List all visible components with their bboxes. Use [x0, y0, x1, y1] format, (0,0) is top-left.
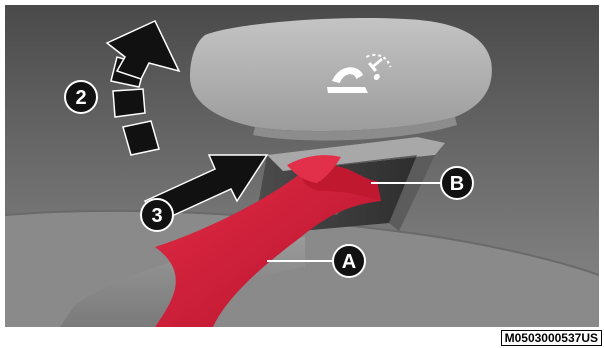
seat-tether-illustration: 2 3 B A: [5, 5, 599, 327]
figure-code: M0503000537US: [501, 330, 602, 346]
callout-b: B: [441, 167, 473, 199]
callout-a: A: [333, 245, 365, 277]
callout-a-label: A: [342, 251, 356, 273]
callout-b-label: B: [450, 173, 464, 195]
step-2-label: 2: [75, 87, 86, 109]
step-2-callout: 2: [65, 81, 97, 113]
step-3-label: 3: [151, 205, 162, 227]
step-3-callout: 3: [141, 199, 173, 231]
